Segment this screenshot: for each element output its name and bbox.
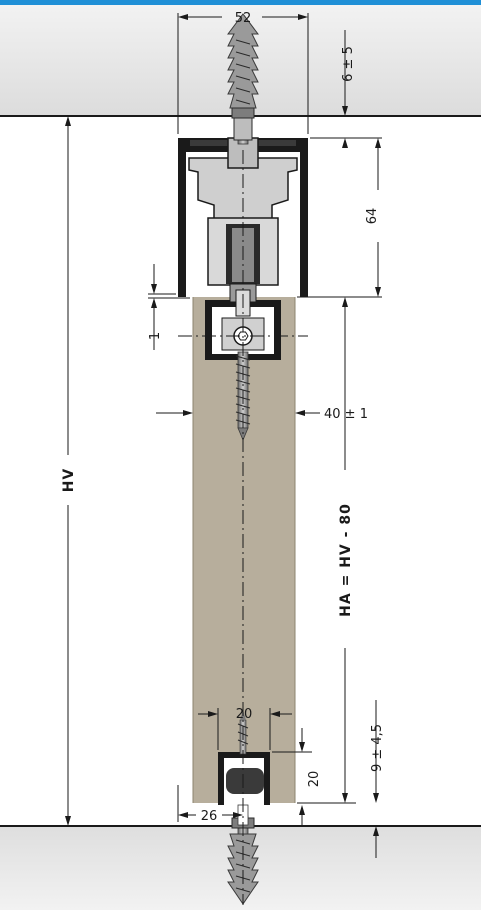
dim-guide-offset-label: 26 (201, 809, 218, 824)
dim-floor-clearance (373, 700, 379, 858)
dim-ceiling-embed (342, 30, 348, 116)
dim-guide-offset (177, 785, 243, 822)
dim-ceiling-embed-label: 6 ± 5 (341, 46, 356, 82)
dim-panel-thickness-label: 40 ± 1 (324, 407, 368, 422)
dim-floor-clearance-label: 9 ± 4,5 (370, 724, 385, 772)
dim-ha (297, 296, 356, 804)
accent-bar (0, 0, 481, 5)
dim-guide-height (272, 728, 312, 826)
dim-gap (148, 264, 190, 350)
dim-guide-width (198, 708, 292, 750)
dim-ha-label: HA = HV - 80 (338, 503, 354, 617)
dim-top-width-label: 52 (235, 11, 252, 26)
dim-panel-thickness (156, 410, 320, 416)
dim-guide-width-label: 20 (236, 707, 253, 722)
ceiling-anchor (227, 13, 259, 145)
dim-profile-height-label: 64 (365, 208, 380, 225)
dim-gap-label: 1 (148, 332, 163, 340)
dim-hv (65, 116, 71, 826)
dim-hv-label: HV (61, 468, 77, 493)
dim-guide-height-label: 20 (307, 771, 322, 788)
dim-top-width (177, 13, 309, 134)
